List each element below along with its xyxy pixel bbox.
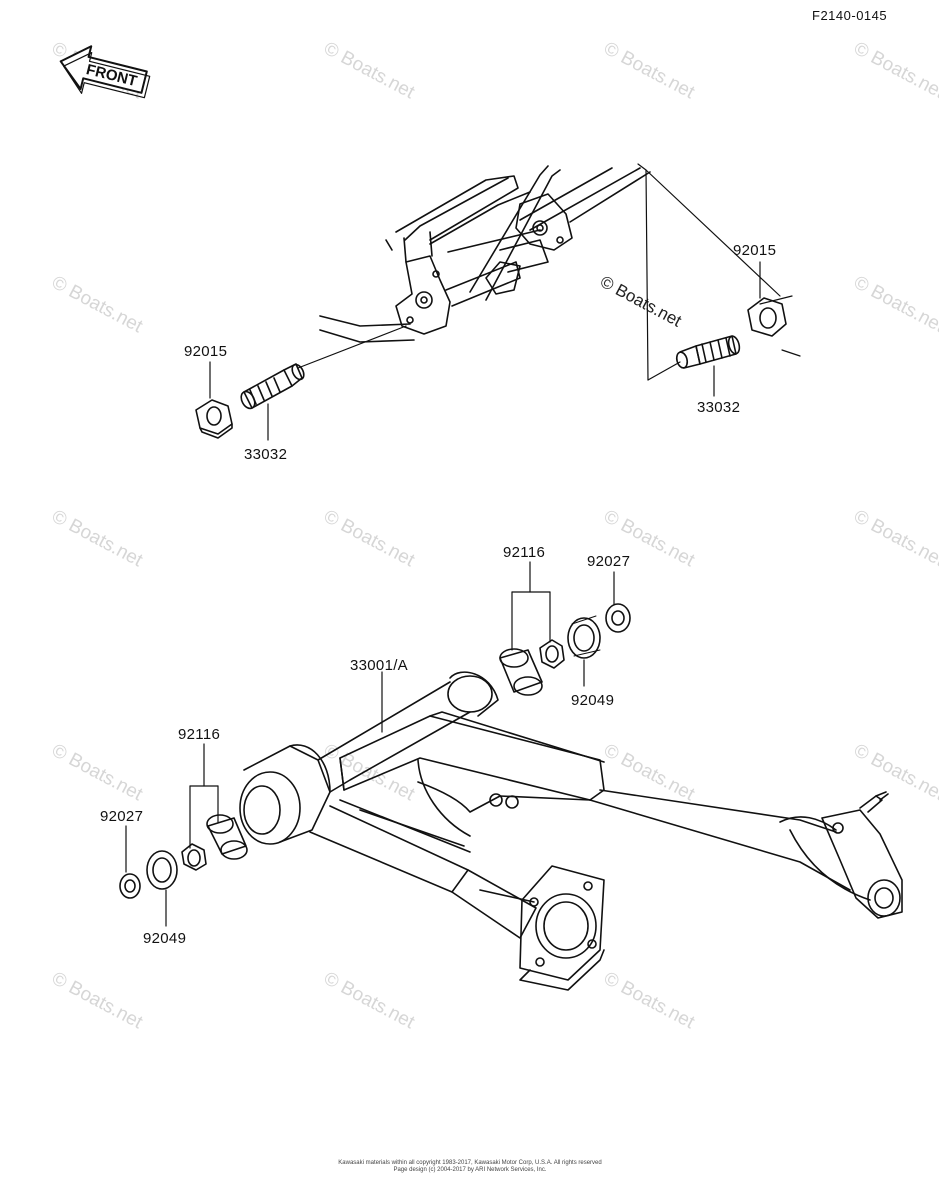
seal-right <box>567 615 601 659</box>
spacer-left <box>181 843 207 871</box>
swingarm <box>239 671 903 991</box>
bearing-right <box>499 648 543 696</box>
part-label-33032-right[interactable]: 33032 <box>697 399 741 416</box>
pivot-bolt-right <box>675 335 741 369</box>
copyright-line-1: Kawasaki materials within all copyright … <box>338 1160 602 1166</box>
part-label-92116-left[interactable]: 92116 <box>178 726 221 743</box>
frame-section <box>297 163 801 381</box>
spacer-right <box>539 639 565 669</box>
pivot-bolt-left <box>240 363 305 410</box>
front-arrow-icon: FRONT <box>59 45 151 99</box>
part-label-33032-left[interactable]: 33032 <box>244 446 288 463</box>
cap-left <box>119 873 141 899</box>
part-label-92116-right[interactable]: 92116 <box>503 544 546 561</box>
part-label-92027-left[interactable]: 92027 <box>100 808 144 825</box>
cap-right <box>605 603 631 633</box>
diagram-code: F2140-0145 <box>812 8 888 23</box>
part-label-92027-right[interactable]: 92027 <box>587 553 631 570</box>
part-label-92015-left[interactable]: 92015 <box>184 343 228 360</box>
part-label-33001a[interactable]: 33001/A <box>350 657 408 674</box>
hex-nut-right <box>747 297 787 337</box>
seal-left <box>146 850 178 890</box>
copyright-line-2: Page design (c) 2004-2017 by ARI Network… <box>393 1167 547 1173</box>
bearing-left <box>206 814 248 860</box>
leader-lines-lower <box>125 561 615 927</box>
hex-nut-left <box>195 399 233 439</box>
leader-lines-upper <box>209 261 761 441</box>
part-label-92049-left[interactable]: 92049 <box>143 930 187 947</box>
part-label-92015-right[interactable]: 92015 <box>733 242 777 259</box>
part-label-92049-right[interactable]: 92049 <box>571 692 615 709</box>
